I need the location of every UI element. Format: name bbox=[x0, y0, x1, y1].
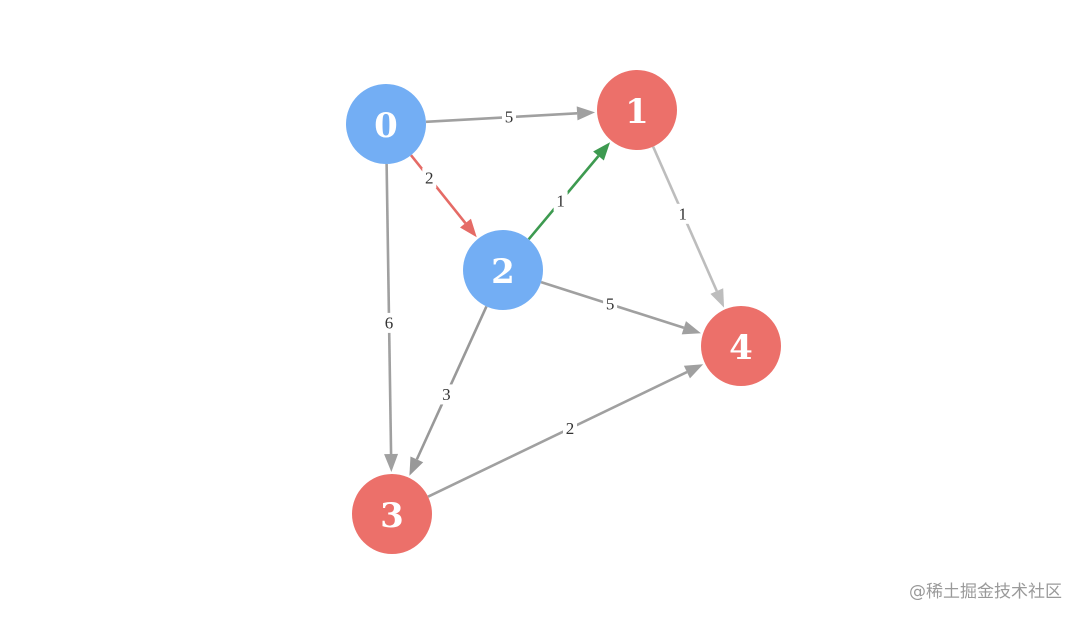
node-circle[interactable] bbox=[463, 230, 543, 310]
edge-weight-label: 2 bbox=[566, 419, 575, 438]
nodes-layer: 0 1 2 3 4 bbox=[346, 70, 781, 554]
edge-label-bg bbox=[501, 107, 516, 128]
edge-line bbox=[415, 305, 488, 460]
edge-weight-label: 1 bbox=[556, 192, 565, 211]
node-3[interactable]: 3 bbox=[352, 474, 432, 554]
edge-line bbox=[385, 163, 393, 455]
edge-weight-label: 1 bbox=[679, 204, 688, 223]
watermark-text: @稀土掘金技术社区 bbox=[909, 582, 1062, 602]
edge-label-bg bbox=[422, 168, 437, 189]
node-circle[interactable] bbox=[352, 474, 432, 554]
node-circle[interactable] bbox=[597, 70, 677, 150]
edges-layer: 5 2 6 1 1 5 3 2 bbox=[382, 106, 725, 498]
arrow-head-icon bbox=[593, 142, 611, 161]
arrow-head-icon bbox=[683, 364, 704, 379]
node-label: 2 bbox=[491, 252, 515, 292]
edge-label-bg bbox=[439, 384, 454, 405]
edge-weight-label: 5 bbox=[606, 295, 615, 314]
node-1[interactable]: 1 bbox=[597, 70, 677, 150]
edge-1-4: 1 bbox=[651, 146, 725, 308]
arrow-head-icon bbox=[576, 106, 596, 121]
edge-line bbox=[427, 370, 688, 498]
node-label: 0 bbox=[374, 106, 398, 146]
node-label: 1 bbox=[625, 92, 649, 132]
edge-label-bg bbox=[562, 418, 577, 439]
node-4[interactable]: 4 bbox=[701, 306, 781, 386]
edge-weight-label: 3 bbox=[442, 385, 451, 404]
edge-0-2: 2 bbox=[409, 154, 477, 238]
edge-0-1: 5 bbox=[425, 106, 596, 128]
edge-label-bg bbox=[382, 312, 397, 333]
node-label: 3 bbox=[380, 496, 404, 536]
edge-label-bg bbox=[553, 191, 568, 212]
edge-0-3: 6 bbox=[382, 163, 399, 473]
node-0[interactable]: 0 bbox=[346, 84, 426, 164]
arrow-head-icon bbox=[384, 453, 399, 473]
arrow-head-icon bbox=[710, 288, 725, 308]
edge-line bbox=[409, 154, 467, 224]
edge-weight-label: 2 bbox=[425, 169, 434, 188]
edge-2-3: 3 bbox=[409, 305, 488, 476]
edge-weight-label: 5 bbox=[505, 108, 514, 127]
arrow-head-icon bbox=[681, 321, 701, 335]
node-label: 4 bbox=[729, 328, 753, 368]
edge-label-bg bbox=[603, 294, 618, 315]
node-circle[interactable] bbox=[346, 84, 426, 164]
arrow-head-icon bbox=[460, 218, 477, 238]
edge-3-4: 2 bbox=[427, 364, 704, 498]
arrow-head-icon bbox=[409, 456, 424, 476]
edge-2-1: 1 bbox=[527, 142, 611, 241]
edge-2-4: 5 bbox=[540, 280, 701, 335]
edge-line bbox=[425, 112, 578, 124]
edge-weight-label: 6 bbox=[385, 313, 394, 332]
node-circle[interactable] bbox=[701, 306, 781, 386]
node-2[interactable]: 2 bbox=[463, 230, 543, 310]
edge-label-bg bbox=[675, 203, 690, 224]
